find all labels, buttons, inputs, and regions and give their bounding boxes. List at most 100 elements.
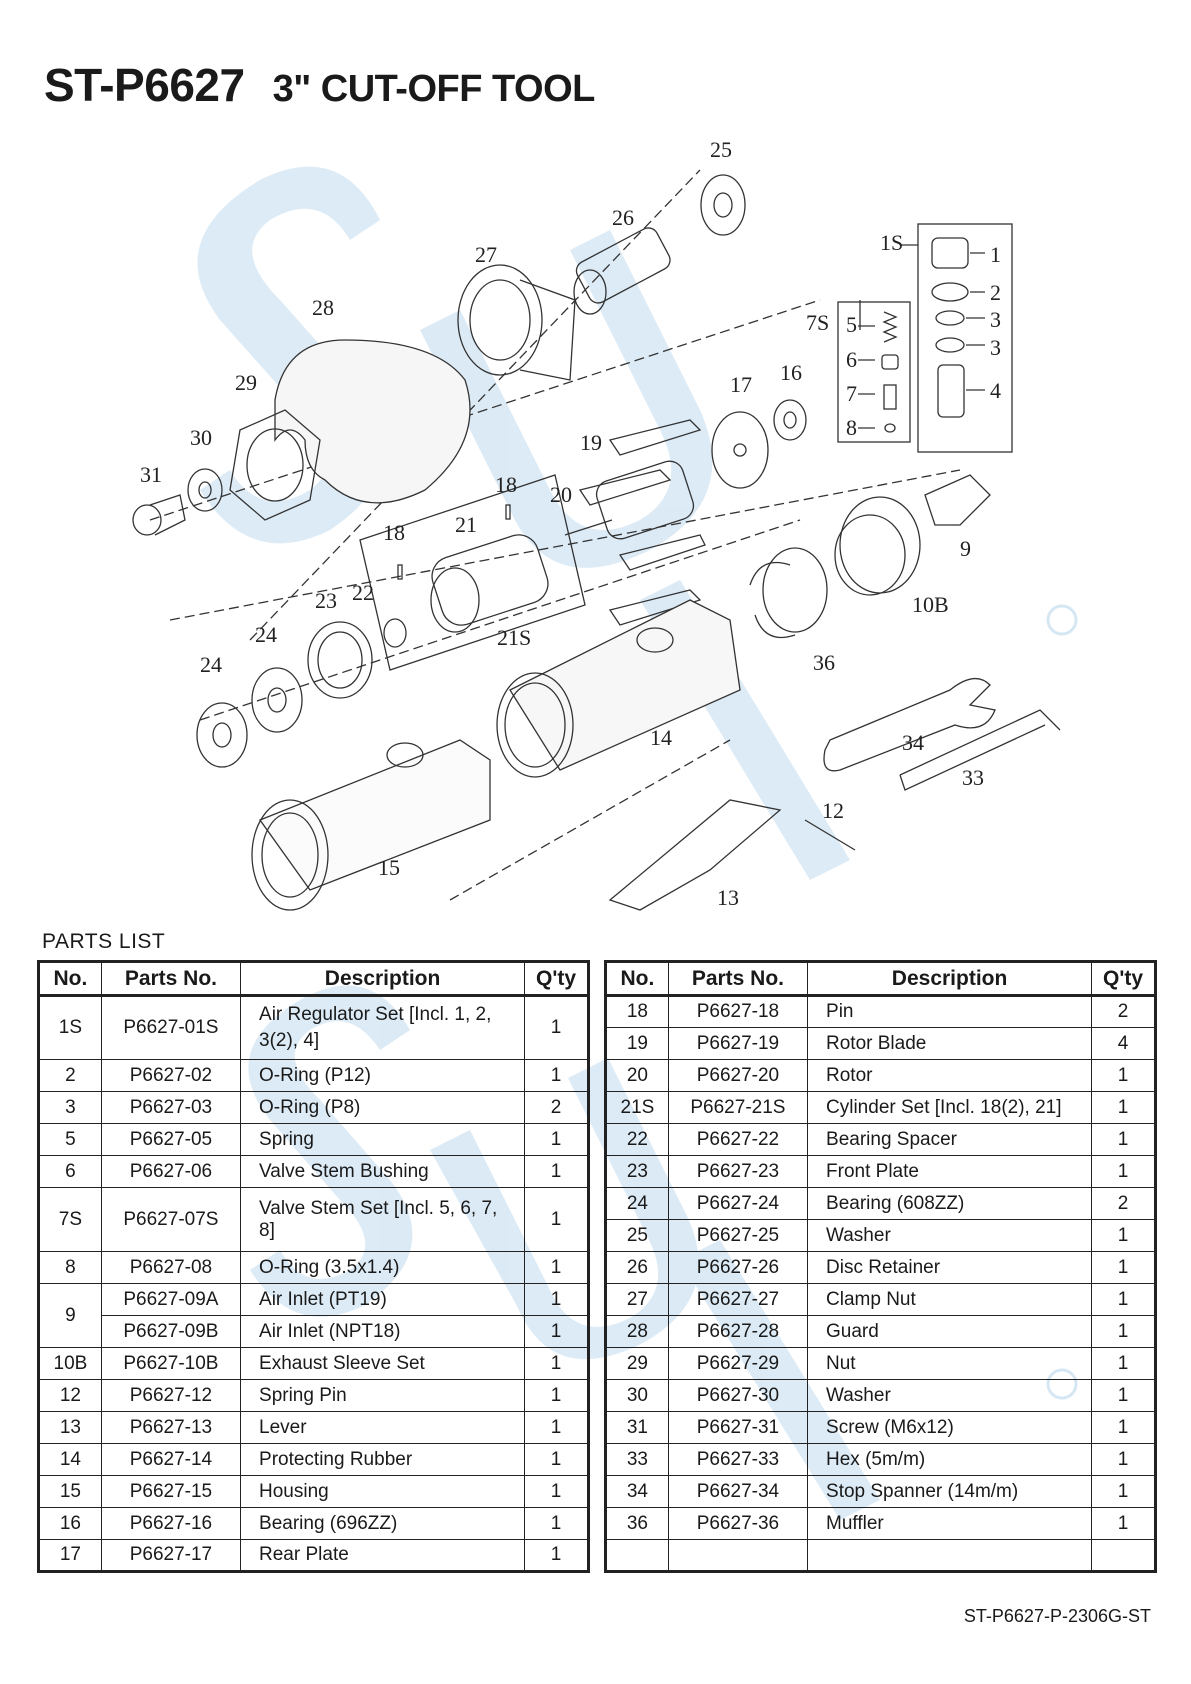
parts-list-title: PARTS LIST (42, 930, 166, 953)
parts-no-cell: P6627-18 (667, 995, 809, 1028)
parts-no-cell: P6627-15 (100, 1475, 242, 1508)
description-cell: Housing (240, 1475, 526, 1508)
svg-text:5: 5 (846, 312, 857, 337)
svg-text:25: 25 (710, 137, 732, 162)
parts-no-cell: P6627-07S (100, 1187, 242, 1252)
svg-text:6: 6 (846, 347, 857, 372)
svg-text:7S: 7S (806, 310, 829, 335)
svg-text:24: 24 (200, 652, 222, 677)
parts-no-cell: P6627-16 (100, 1507, 242, 1540)
svg-text:22: 22 (352, 580, 374, 605)
exploded-view-diagram: 25 26 27 28 29 30 31 1S 1 2 3 3 4 7S 5 6… (132, 137, 1061, 911)
description-cell: Screw (M6x12) (807, 1411, 1093, 1444)
svg-text:7: 7 (846, 381, 857, 406)
description-cell: Hex (5m/m) (807, 1443, 1093, 1476)
svg-text:9: 9 (960, 536, 971, 561)
parts-no-cell: P6627-01S (100, 995, 242, 1060)
description-cell: Front Plate (807, 1155, 1093, 1188)
description-cell: Washer (807, 1379, 1093, 1412)
parts-no-cell: P6627-21S (667, 1091, 809, 1124)
parts-no-cell: P6627-28 (667, 1315, 809, 1348)
description-cell: Exhaust Sleeve Set (240, 1347, 526, 1380)
part-number-ref: 30 (605, 1379, 669, 1412)
col-header-qty: Q'ty (1091, 961, 1156, 996)
qty-cell: 2 (524, 1091, 589, 1124)
svg-text:33: 33 (962, 765, 984, 790)
parts-no-cell: P6627-02 (100, 1059, 242, 1092)
description-cell: Spring (240, 1123, 526, 1156)
part-number-ref: 9 (38, 1283, 102, 1348)
qty-cell: 1 (1091, 1091, 1156, 1124)
svg-text:34: 34 (902, 730, 924, 755)
part-number-ref: 22 (605, 1123, 669, 1156)
svg-text:18: 18 (383, 520, 405, 545)
parts-no-cell: P6627-25 (667, 1219, 809, 1252)
svg-text:3: 3 (990, 307, 1001, 332)
svg-text:31: 31 (140, 462, 162, 487)
empty-row (605, 1539, 1156, 1572)
part-number-ref: 34 (605, 1475, 669, 1508)
description-cell: Bearing (608ZZ) (807, 1187, 1093, 1220)
svg-text:21: 21 (455, 512, 477, 537)
svg-text:1S: 1S (880, 230, 903, 255)
qty-cell: 1 (524, 1379, 589, 1412)
qty-cell: 1 (1091, 1347, 1156, 1380)
part-number-ref: 2 (38, 1059, 102, 1092)
part-number-ref: 16 (38, 1507, 102, 1540)
qty-cell: 1 (524, 1059, 589, 1092)
description-cell: Air Inlet (PT19) (240, 1283, 526, 1316)
parts-no-cell: P6627-14 (100, 1443, 242, 1476)
description-cell: Lever (240, 1411, 526, 1444)
parts-no-cell: P6627-13 (100, 1411, 242, 1444)
parts-no-cell: P6627-26 (667, 1251, 809, 1284)
parts-no-cell: P6627-09B (100, 1315, 242, 1348)
svg-text:30: 30 (190, 425, 212, 450)
part-number-ref: 29 (605, 1347, 669, 1380)
svg-text:29: 29 (235, 370, 257, 395)
qty-cell: 1 (1091, 1155, 1156, 1188)
qty-cell: 1 (1091, 1315, 1156, 1348)
svg-text:23: 23 (315, 588, 337, 613)
part-number-ref: 12 (38, 1379, 102, 1412)
description-cell: Rotor Blade (807, 1027, 1093, 1060)
description-cell: Muffler (807, 1507, 1093, 1540)
parts-no-cell: P6627-34 (667, 1475, 809, 1508)
parts-no-cell: P6627-08 (100, 1251, 242, 1284)
qty-cell: 1 (1091, 1507, 1156, 1540)
qty-cell: 1 (524, 1347, 589, 1380)
empty-cell (605, 1539, 669, 1572)
svg-text:27: 27 (475, 242, 497, 267)
empty-cell (1091, 1539, 1156, 1572)
part-number-ref: 15 (38, 1475, 102, 1508)
parts-no-cell: P6627-36 (667, 1507, 809, 1540)
svg-text:19: 19 (580, 430, 602, 455)
parts-no-cell: P6627-05 (100, 1123, 242, 1156)
description-cell: Air Inlet (NPT18) (240, 1315, 526, 1348)
part-number-ref: 1S (38, 995, 102, 1060)
parts-no-cell: P6627-20 (667, 1059, 809, 1092)
qty-cell: 1 (1091, 1411, 1156, 1444)
description-cell: Guard (807, 1315, 1093, 1348)
part-number-ref: 31 (605, 1411, 669, 1444)
svg-text:12: 12 (822, 798, 844, 823)
qty-cell: 1 (524, 1283, 589, 1316)
description-cell: Valve Stem Bushing (240, 1155, 526, 1188)
qty-cell: 1 (1091, 1219, 1156, 1252)
parts-no-cell: P6627-27 (667, 1283, 809, 1316)
description-cell: Rear Plate (240, 1539, 526, 1572)
parts-no-cell: P6627-19 (667, 1027, 809, 1060)
description-cell: Nut (807, 1347, 1093, 1380)
